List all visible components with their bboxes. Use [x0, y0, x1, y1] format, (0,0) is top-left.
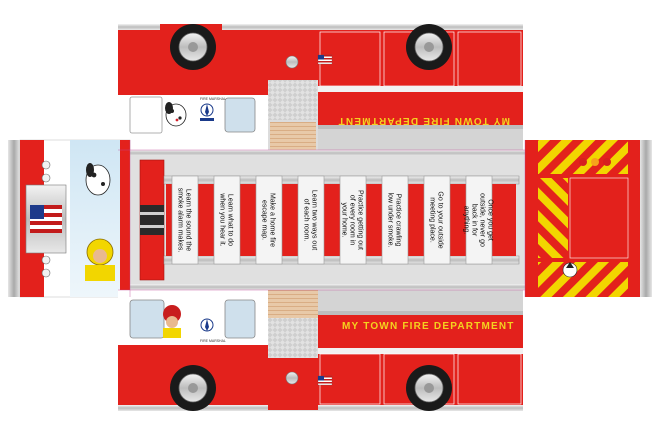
bottom-side-panel: FIRE MARSHAL MY TOWN FIRE DEP	[118, 290, 523, 411]
ladder-tip-text: Once you getoutside, never goback in for…	[463, 193, 494, 247]
ladder-rung	[381, 175, 409, 265]
flame-icon	[200, 318, 214, 332]
dalmatian-icon	[165, 102, 187, 127]
ladder-rung	[465, 175, 493, 265]
wheel-icon	[406, 365, 452, 411]
ladder-rung	[297, 175, 325, 265]
ladder-rung	[423, 175, 451, 265]
fold-lines	[118, 140, 526, 297]
ladder-tip-text: Learn what to dowhen you hear it.	[219, 192, 234, 246]
wheel-icon	[170, 365, 216, 411]
siren-icon	[566, 262, 574, 268]
door-badge-top: FIRE MARSHAL	[200, 97, 226, 101]
ladder-tip-text: Practice crawlinglow under smoke.	[387, 193, 402, 248]
ladder-tip-text: Make a home fireescape map.	[261, 193, 276, 247]
ladder-tip-text: Practice getting outof every room inyour…	[341, 190, 364, 250]
front-panel	[8, 139, 131, 298]
department-name-bottom: MY TOWN FIRE DEPARTMENT	[342, 321, 515, 332]
ladder-rung	[339, 175, 367, 265]
ladder-tip-text: Learn the sound thesmoke alarm makes.	[177, 188, 192, 253]
firefighter-icon	[85, 238, 115, 281]
wheel-icon	[160, 24, 222, 70]
firefighter-icon	[163, 305, 181, 338]
ladder-tip-text: Learn two ways outof each room.	[303, 190, 318, 250]
ladder-rung	[255, 175, 283, 265]
rear-panel	[525, 140, 652, 297]
department-name-top: MY TOWN FIRE DEPARTMENT	[337, 115, 510, 126]
door-badge-bottom: FIRE MARSHAL	[200, 339, 226, 343]
top-side-panel: FIRE MARSHAL	[118, 24, 523, 150]
flag-icon	[317, 375, 333, 386]
ladder-panel: Learn the sound thesmoke alarm makes. Lea…	[130, 150, 525, 290]
ladder-rung	[171, 175, 199, 265]
flag-icon	[317, 54, 333, 65]
ladder-tip-text: Go to your outsidemeeting place.	[429, 191, 444, 248]
flame-icon	[200, 103, 214, 121]
ladder-rung	[213, 175, 241, 265]
wheel-icon	[406, 24, 452, 70]
flag-icon	[30, 205, 62, 233]
dalmatian-icon	[85, 163, 111, 196]
